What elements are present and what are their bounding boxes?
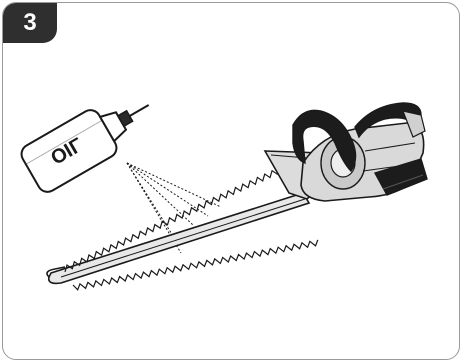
instruction-panel: 3 OIL <box>2 2 460 360</box>
trimmer-blade <box>46 130 361 291</box>
hedge-trimmer-oiling-illustration: OIL <box>20 102 428 291</box>
battery-pack <box>373 158 428 196</box>
rear-handle <box>354 102 426 139</box>
oil-spray <box>126 162 222 254</box>
motor-housing <box>300 122 425 202</box>
oil-can: OIL <box>20 104 150 193</box>
step-number-badge: 3 <box>3 3 57 43</box>
front-handle <box>292 109 357 173</box>
